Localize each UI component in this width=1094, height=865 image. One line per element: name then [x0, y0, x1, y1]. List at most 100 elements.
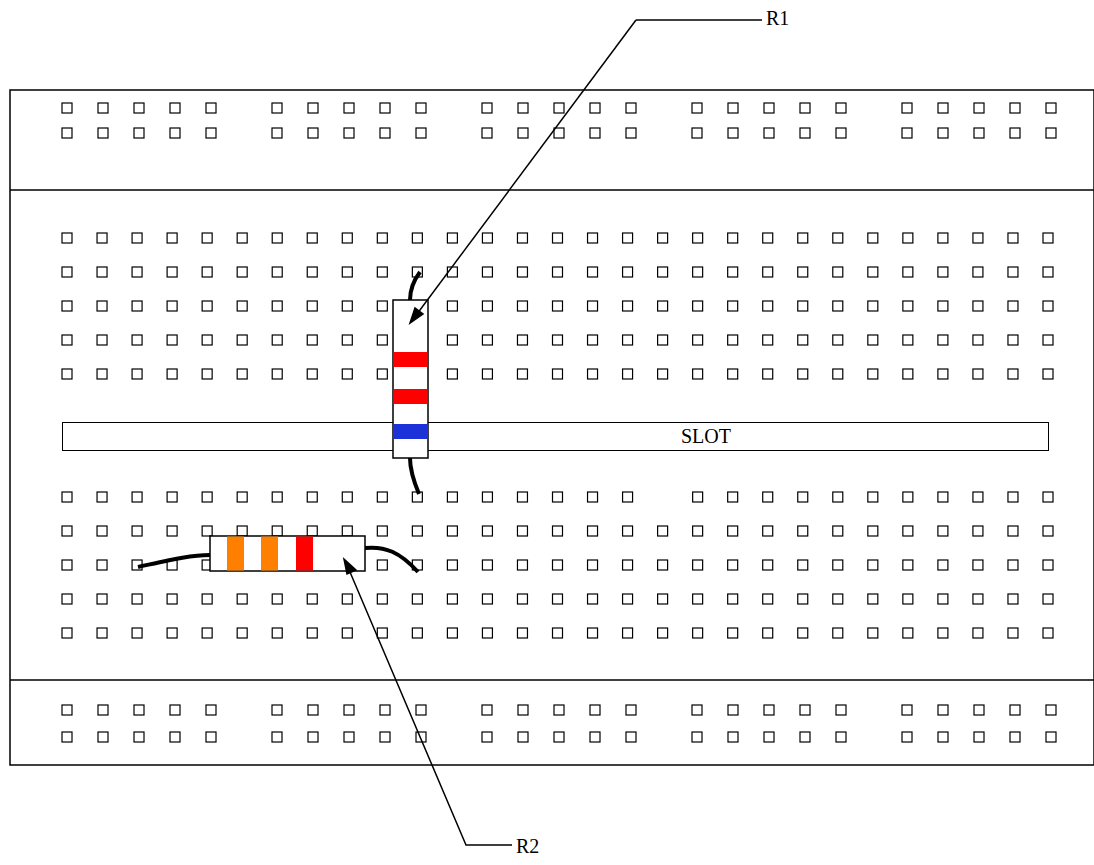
hole — [132, 492, 142, 502]
hole — [447, 594, 457, 604]
hole — [868, 594, 878, 604]
hole — [973, 301, 983, 311]
hole — [202, 594, 212, 604]
hole — [1043, 492, 1053, 502]
hole — [132, 233, 142, 243]
hole — [1008, 526, 1018, 536]
hole — [764, 705, 774, 715]
hole — [868, 526, 878, 536]
hole — [342, 369, 352, 379]
hole — [658, 335, 668, 345]
hole — [833, 560, 843, 570]
hole — [938, 492, 948, 502]
hole — [380, 103, 390, 113]
hole — [833, 267, 843, 277]
breadboard-holes — [62, 103, 1056, 742]
hole — [800, 103, 810, 113]
hole — [1043, 560, 1053, 570]
hole — [973, 233, 983, 243]
hole — [272, 267, 282, 277]
hole — [836, 128, 846, 138]
hole — [206, 103, 216, 113]
hole — [553, 594, 563, 604]
hole — [868, 335, 878, 345]
hole — [973, 628, 983, 638]
hole — [206, 732, 216, 742]
hole — [973, 369, 983, 379]
hole — [132, 301, 142, 311]
hole — [938, 705, 948, 715]
hole — [623, 233, 633, 243]
hole — [903, 560, 913, 570]
hole — [626, 128, 636, 138]
hole — [62, 628, 72, 638]
hole — [693, 233, 703, 243]
hole — [798, 492, 808, 502]
hole — [1008, 369, 1018, 379]
hole — [482, 267, 492, 277]
hole — [623, 526, 633, 536]
hole — [763, 628, 773, 638]
hole — [202, 369, 212, 379]
hole — [342, 594, 352, 604]
hole — [903, 526, 913, 536]
hole — [588, 492, 598, 502]
hole — [903, 233, 913, 243]
hole — [588, 594, 598, 604]
hole — [342, 492, 352, 502]
hole — [623, 335, 633, 345]
hole — [658, 628, 668, 638]
hole — [1046, 732, 1056, 742]
hole — [868, 560, 878, 570]
hole — [1008, 335, 1018, 345]
hole — [590, 705, 600, 715]
hole — [833, 301, 843, 311]
hole — [132, 594, 142, 604]
hole — [62, 267, 72, 277]
hole — [728, 628, 738, 638]
hole — [272, 628, 282, 638]
hole — [447, 301, 457, 311]
hole — [482, 233, 492, 243]
hole — [167, 594, 177, 604]
breadboard-outline — [10, 90, 1094, 765]
hole — [447, 560, 457, 570]
hole — [1008, 492, 1018, 502]
hole — [554, 705, 564, 715]
hole — [167, 267, 177, 277]
hole — [693, 369, 703, 379]
hole — [97, 233, 107, 243]
hole — [938, 369, 948, 379]
hole — [202, 526, 212, 536]
hole — [902, 103, 912, 113]
hole — [272, 301, 282, 311]
hole — [377, 267, 387, 277]
hole — [798, 594, 808, 604]
hole — [237, 267, 247, 277]
part-label: R1 — [766, 7, 789, 29]
hole — [170, 103, 180, 113]
hole — [206, 705, 216, 715]
hole — [237, 492, 247, 502]
hole — [658, 301, 668, 311]
hole — [132, 267, 142, 277]
hole — [447, 233, 457, 243]
hole — [202, 335, 212, 345]
hole — [588, 335, 598, 345]
hole — [658, 526, 668, 536]
hole — [62, 301, 72, 311]
part-label: R2 — [516, 835, 539, 857]
hole — [134, 705, 144, 715]
hole — [482, 628, 492, 638]
hole — [416, 103, 426, 113]
hole — [97, 492, 107, 502]
hole — [62, 233, 72, 243]
hole — [308, 128, 318, 138]
hole — [237, 301, 247, 311]
hole — [658, 594, 668, 604]
hole — [938, 233, 948, 243]
hole — [692, 732, 702, 742]
hole — [590, 732, 600, 742]
hole — [307, 369, 317, 379]
hole — [377, 335, 387, 345]
